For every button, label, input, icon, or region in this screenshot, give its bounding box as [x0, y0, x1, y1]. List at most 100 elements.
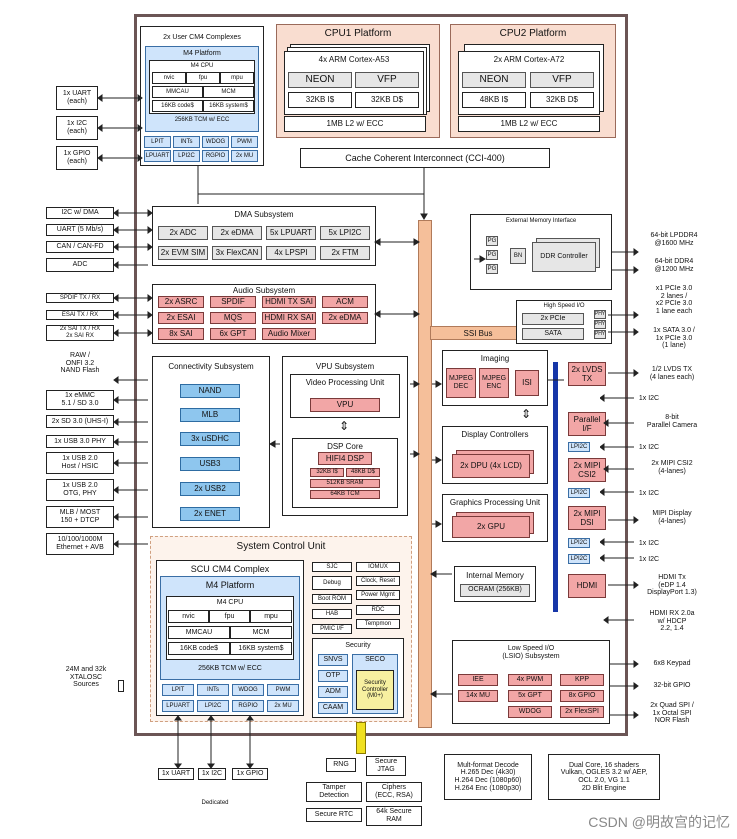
ext-mem-title: External Memory Interface — [505, 218, 577, 224]
cpu2-l2: 1MB L2 w/ ECC — [458, 116, 600, 132]
display-bus — [553, 362, 558, 612]
user-m4-platform-title: M4 Platform — [183, 50, 221, 57]
scu-lpuart: LPUART — [162, 700, 194, 712]
bottom-gpu-info-label: Dual Core, 16 shaders Vulkan, OGLES 3.2 … — [560, 761, 648, 792]
scu-lpi2c: LPI2C — [197, 700, 229, 712]
scu-tempmon: Tempmon — [356, 619, 400, 629]
bottom-ram: 64k Secure RAM — [366, 806, 422, 826]
conn-nand: NAND — [180, 384, 240, 398]
left-io-usb2-otg-label: 1x USB 2.0 OTG, PHY — [62, 482, 98, 497]
scu-fpu: fpu — [209, 610, 250, 623]
left-io-uart: 1x UART (each) — [56, 86, 98, 110]
ocram: OCRAM (256KB) — [460, 584, 530, 597]
dsp-title: DSP Core — [327, 442, 363, 451]
cpu2-cores: 2x ARM Cortex-A72 — [493, 55, 565, 65]
left-io-mlb-label: MLB / MOST 150 + DTCP — [59, 509, 101, 524]
bottom-jtag: Secure JTAG — [366, 756, 406, 776]
left-io-usb2-host: 1x USB 2.0 Host / HSIC — [46, 452, 114, 474]
right-io-i2c-1: 1x I2C — [638, 395, 660, 402]
bottom-rtc: Secure RTC — [306, 808, 362, 822]
left-io-i2c-label: 1x I2C (each) — [66, 120, 88, 135]
scu-wdog: WDOG — [232, 684, 264, 696]
yellow-link — [356, 722, 366, 754]
dma-evm-sim: 2x EVM SIM — [158, 246, 208, 260]
left-io-can: CAN / CAN-FD — [46, 241, 114, 253]
gpu-title: Graphics Processing Unit — [449, 498, 541, 507]
scu-code: 16KB code$ — [168, 642, 230, 655]
left-io-emmc: 1x eMMC 5.1 / SD 3.0 — [46, 390, 114, 410]
left-io-emmc-label: 1x eMMC 5.1 / SD 3.0 — [61, 392, 99, 407]
parallel-if: Parallel I/F — [568, 412, 606, 436]
cpu1-icache: 32KB I$ — [288, 92, 352, 108]
bottom-tamper: Tamper Detection — [306, 782, 362, 802]
scu-clock-reset: Clock, Reset — [356, 576, 400, 586]
scu-system: 16KB system$ — [230, 642, 292, 655]
watermark: CSDN @明故宫的记忆 — [588, 814, 730, 830]
hsio-phy-2: PHY — [594, 320, 606, 329]
scu-lpit: LPIT — [162, 684, 194, 696]
user-periph-lpi2c: LPI2C — [173, 150, 200, 162]
left-io-sai: 2x SAI TX / RX 2x SAI RX — [46, 325, 114, 341]
audio-sai: 8x SAI — [158, 328, 204, 340]
ddr-controller: DDR Controller — [532, 242, 596, 272]
right-io-dsi: MIPI Display (4-lanes) — [636, 510, 708, 525]
scu-title: System Control Unit — [236, 541, 326, 552]
right-io-lpddr4-label: 64-bit LPDDR4 @1600 MHz — [650, 232, 698, 247]
user-periph-lpit: LPIT — [144, 136, 171, 148]
cpu1-title: CPU1 Platform — [324, 28, 392, 39]
right-io-pcie-label: x1 PCIe 3.0 2 lanes / x2 PCIe 3.0 1 lane… — [655, 285, 693, 316]
right-io-dsi-label: MIPI Display (4-lanes) — [652, 510, 692, 525]
scu-m4-cpu-label: M4 CPU — [216, 599, 244, 606]
right-io-keypad: 6x8 Keypad — [653, 660, 691, 667]
right-io-lvds: 1/2 LVDS TX (4 lanes each) — [636, 366, 708, 381]
right-io-ddr4: 64-bit DDR4 @1200 MHz — [638, 258, 710, 273]
user-periph-mu: 2x MU — [231, 150, 258, 162]
cpu2-vfp: VFP — [530, 72, 594, 88]
lsio-title: Low Speed I/O (LSIO) Subsystem — [452, 645, 610, 660]
ext-mem-pg-3: PG — [486, 264, 498, 274]
internal-mem-title: Internal Memory — [466, 571, 524, 580]
left-io-sai-label: 2x SAI TX / RX 2x SAI RX — [59, 326, 101, 339]
mipi-dsi-label: 2x MIPI DSI — [573, 508, 601, 527]
left-io-xtal: 24M and 32k XTALOSC Sources — [56, 666, 116, 689]
left-io-nand-label: RAW / ONFI 3.2 NAND Flash — [60, 352, 100, 375]
bottom-dedicated: Dedicated — [201, 800, 229, 806]
left-io-ethernet-label: 10/100/1000M Ethernet + AVB — [56, 536, 104, 551]
right-connection-arrows — [600, 248, 639, 719]
right-io-lvds-label: 1/2 LVDS TX (4 lanes each) — [649, 366, 695, 381]
user-periph-lpuart: LPUART — [144, 150, 171, 162]
user-fpu: fpu — [186, 72, 220, 84]
dma-ftm: 2x FTM — [320, 246, 370, 260]
conn-mlb: MLB — [180, 408, 240, 422]
right-io-i2c-2: 1x I2C — [638, 444, 660, 451]
hdmi-block: HDMI — [568, 574, 606, 598]
lsio-mu: 14x MU — [458, 690, 498, 702]
left-io-xtal-label: 24M and 32k XTALOSC Sources — [65, 666, 107, 689]
audio-gpt: 6x GPT — [210, 328, 256, 340]
right-io-pcie: x1 PCIe 3.0 2 lanes / x2 PCIe 3.0 1 lane… — [636, 285, 712, 316]
audio-mixer: Audio Mixer — [262, 328, 316, 340]
right-io-hdmi-tx: HDMI Tx (eDP 1.4 DisplayPort 1.3) — [636, 574, 708, 597]
left-io-ethernet: 10/100/1000M Ethernet + AVB — [46, 533, 114, 555]
cpu1-l2: 1MB L2 w/ ECC — [284, 116, 426, 132]
right-io-hdmi-rx: HDMI RX 2.0a w/ HDCP 2.2, 1.4 — [636, 610, 708, 633]
dsp-hifi4: HIFI4 DSP — [318, 452, 372, 465]
user-m4-cpu-label: M4 CPU — [190, 63, 214, 69]
lpi2c-2: LPI2C — [568, 488, 590, 498]
chip-outline — [134, 14, 628, 736]
conn-enet: 2x ENET — [180, 507, 240, 521]
bottom-ciphers-label: Ciphers (ECC, RSA) — [375, 784, 413, 799]
audio-mqs: MQS — [210, 312, 256, 324]
imaging-mjpeg-enc: MJPEG ENC — [479, 368, 509, 398]
dma-lpi2c: 5x LPI2C — [320, 226, 370, 240]
sec-caam: CAAM — [318, 702, 348, 714]
dsp-dcache: 48KB D$ — [346, 468, 380, 477]
right-io-hdmi-rx-label: HDMI RX 2.0a w/ HDCP 2.2, 1.4 — [649, 610, 695, 633]
vpu-unit-title: Video Processing Unit — [305, 378, 385, 387]
audio-title: Audio Subsystem — [232, 286, 296, 295]
user-periph-ints: INTs — [173, 136, 200, 148]
audio-esai: 2x ESAI — [158, 312, 204, 324]
lsio-gpio: 8x GPIO — [560, 690, 604, 702]
dma-title: DMA Subsystem — [234, 210, 294, 219]
bottom-decode: Mult-format Decode H.265 Dec (4k30) H.26… — [444, 754, 532, 800]
